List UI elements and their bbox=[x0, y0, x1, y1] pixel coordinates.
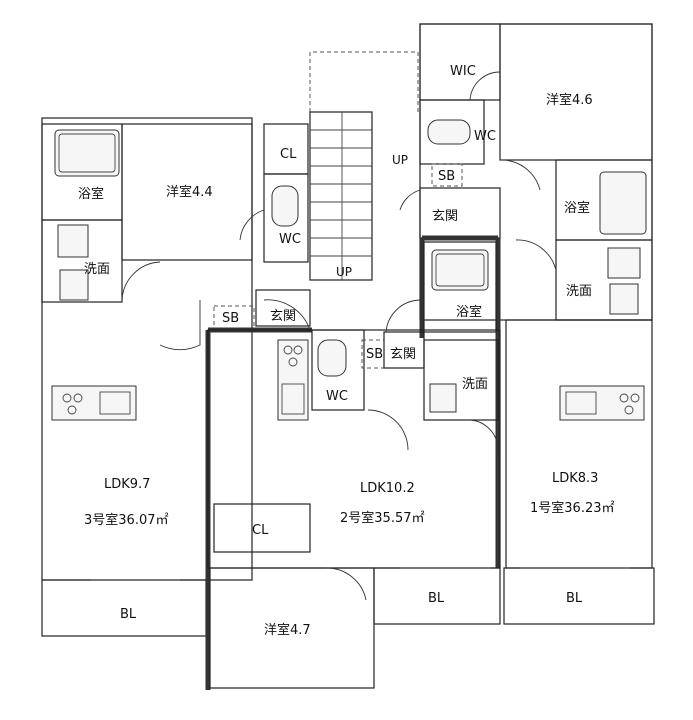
unit1-sb-box bbox=[431, 163, 463, 187]
unit3-cl-label: CL bbox=[280, 147, 297, 162]
unit2-ldk-label: LDK10.2 bbox=[360, 481, 415, 496]
unit2-bedroom-room bbox=[209, 567, 375, 689]
unit1-wc-label: WC bbox=[474, 129, 496, 144]
unit3-washroom-room bbox=[41, 219, 123, 303]
unit3-sb-label: SB bbox=[222, 311, 239, 326]
toilet-icon bbox=[271, 185, 299, 227]
unit1-ldk-label: LDK8.3 bbox=[552, 471, 598, 486]
unit1-wic-room bbox=[419, 23, 501, 101]
toilet-icon bbox=[427, 119, 471, 145]
unit-1 bbox=[399, 23, 655, 625]
stair-box bbox=[309, 111, 373, 281]
unit2-bath-room bbox=[423, 241, 497, 333]
unit2-washroom-room bbox=[423, 339, 499, 421]
unit1-sb-label: SB bbox=[438, 169, 455, 184]
unit1-washroom-label: 洗面 bbox=[566, 284, 592, 299]
unit1-genkan-label: 玄関 bbox=[432, 209, 458, 224]
unit1-wic-label: WIC bbox=[450, 64, 476, 79]
unit3-sb-box bbox=[213, 305, 255, 329]
unit3-area-label: 3号室36.07㎡ bbox=[84, 512, 169, 528]
upper-outline bbox=[309, 51, 419, 112]
kitchen-counter-icon bbox=[51, 385, 137, 421]
kitchen-counter-icon bbox=[559, 385, 645, 421]
stair-up-mark: UP bbox=[392, 153, 408, 167]
washing-machine-icon bbox=[57, 224, 89, 258]
staircase: UP UP bbox=[309, 111, 408, 281]
unit2-bedroom-label: 洋室4.7 bbox=[264, 622, 311, 638]
unit3-bedroom-label: 洋室4.4 bbox=[166, 184, 213, 200]
unit2-bl-label: BL bbox=[428, 591, 445, 606]
unit3-outline bbox=[41, 117, 253, 581]
unit3-genkan-room bbox=[255, 289, 311, 327]
bathtub-icon bbox=[599, 171, 647, 235]
unit2-cl-room bbox=[213, 503, 311, 553]
unit2-area-label: 2号室35.57㎡ bbox=[340, 510, 425, 526]
unit1-ldk-room bbox=[505, 319, 653, 569]
bathtub-icon bbox=[431, 249, 489, 291]
unit3-bedroom-room bbox=[121, 123, 253, 261]
unit2-washroom-label: 洗面 bbox=[462, 377, 488, 392]
unit1-area-label: 1号室36.23㎡ bbox=[530, 500, 615, 516]
unit2-cl-label: CL bbox=[252, 523, 269, 538]
stair-up-mark-2: UP bbox=[336, 265, 352, 279]
sink-icon bbox=[429, 383, 457, 413]
unit2-bath-label: 浴室 bbox=[456, 304, 482, 320]
unit1-wc-room bbox=[419, 99, 485, 165]
unit3-ldk-label: LDK9.7 bbox=[104, 477, 150, 492]
unit-3 bbox=[41, 117, 311, 637]
unit3-bl-label: BL bbox=[120, 607, 137, 622]
unit3-wc-label: WC bbox=[279, 232, 301, 247]
unit2-genkan-label: 玄関 bbox=[390, 347, 416, 362]
unit3-washroom-label: 洗面 bbox=[84, 262, 110, 277]
unit1-bl-label: BL bbox=[566, 591, 583, 606]
bathtub-icon bbox=[54, 129, 120, 177]
unit-2 bbox=[205, 235, 501, 690]
unit3-genkan-label: 玄関 bbox=[270, 309, 296, 324]
sink-icon bbox=[609, 283, 639, 315]
unit1-bedroom-label: 洋室4.6 bbox=[546, 92, 593, 108]
sink-icon bbox=[59, 269, 89, 301]
unit3-wc-room bbox=[263, 173, 309, 263]
toilet-icon bbox=[317, 339, 347, 377]
unit2-sb-label: SB bbox=[366, 347, 383, 362]
unit1-bath-label: 浴室 bbox=[564, 200, 590, 216]
unit3-bath-label: 浴室 bbox=[78, 186, 104, 202]
unit2-wc-label: WC bbox=[326, 389, 348, 404]
kitchen-counter-icon bbox=[277, 339, 309, 421]
washing-machine-icon bbox=[607, 247, 641, 279]
unit2-wc-room bbox=[311, 329, 365, 411]
unit1-bedroom-room bbox=[499, 23, 653, 161]
